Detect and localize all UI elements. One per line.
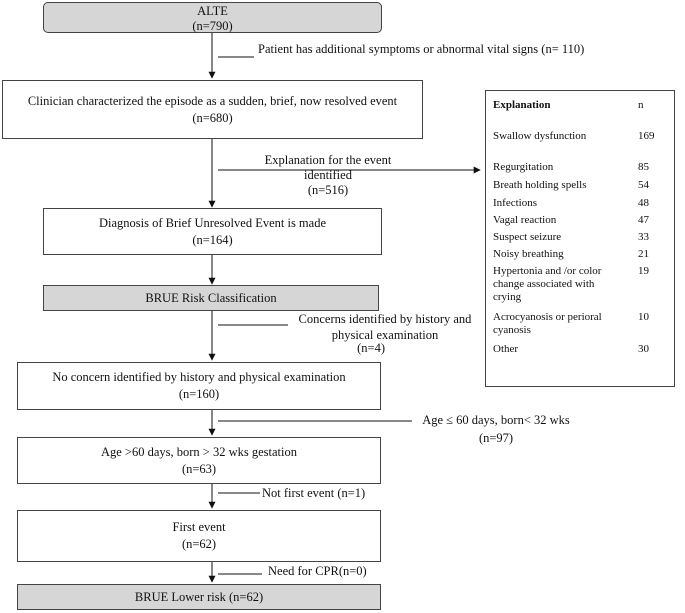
table-row-label: Breath holding spells (493, 179, 587, 191)
label-concerns: Concerns identified by history and physi… (285, 311, 485, 354)
table-row: Regurgitation 85 (493, 161, 670, 174)
table-row: Breath holding spells 54 (493, 179, 670, 192)
age-count: (n=63) (181, 461, 217, 476)
label-concerns-line1: Concerns identified by history and (298, 312, 472, 326)
label-additional-symptoms: Patient has additional symptoms or abnor… (258, 42, 585, 56)
explanation-header-value: n (638, 99, 644, 111)
label-concerns-count: (n=4) (357, 341, 385, 355)
table-row-value: 10 (638, 311, 649, 323)
label-explanation-line1: Explanation for the event (264, 153, 392, 167)
clinician-title: Clinician characterized the episode as a… (27, 93, 398, 108)
table-row-label: Regurgitation (493, 161, 554, 173)
no-concern-title: No concern identified by history and phy… (52, 370, 346, 384)
label-not-first-event: Not first event (n=1) (262, 486, 366, 500)
lower-risk-box: BRUE Lower risk (n=62) (17, 584, 381, 610)
table-row-label: Swallow dysfunction (493, 130, 587, 142)
explanation-header-label: Explanation (493, 99, 551, 111)
table-row-value: 30 (638, 343, 649, 355)
table-row: Hypertonia and /or color change associat… (493, 265, 670, 304)
table-row-label: Other (493, 343, 519, 355)
table-row: Other 30 (493, 343, 670, 356)
label-explanation-line2: identified (304, 168, 352, 182)
table-row: Infections 48 (493, 197, 670, 210)
table-row-value: 21 (638, 248, 649, 260)
label-explanation-count: (n=516) (307, 183, 349, 197)
clinician-count: (n=680) (192, 110, 233, 125)
table-row-label: Noisy breathing (493, 248, 564, 260)
table-row: Noisy breathing 21 (493, 248, 670, 261)
label-explanation: Explanation for the event identified (n=… (248, 153, 408, 198)
table-row-value: 54 (638, 179, 649, 191)
no-concern-box: No concern identified by history and phy… (17, 362, 381, 410)
label-concerns-line2: physical examination (331, 328, 439, 342)
label-age-young-count: (n=97) (478, 431, 514, 445)
table-row-value: 19 (638, 265, 649, 277)
table-row-value: 47 (638, 214, 649, 226)
diagnosis-title: Diagnosis of Brief Unresolved Event is m… (98, 215, 327, 230)
diagnosis-count: (n=164) (192, 232, 233, 247)
risk-box: BRUE Risk Classification (43, 285, 379, 311)
table-row-label: Hypertonia and /or color change associat… (493, 265, 602, 303)
table-row-value: 169 (638, 130, 655, 142)
first-event-box: First event (n=62) (17, 510, 381, 562)
table-row-label: Acrocyanosis or perioral cyanosis (493, 311, 602, 336)
first-event-count: (n=62) (181, 537, 217, 551)
table-row: Vagal reaction 47 (493, 214, 670, 227)
age-title: Age >60 days, born > 32 wks gestation (100, 444, 298, 459)
label-age-young: Age ≤ 60 days, born< 32 wks (n=97) (412, 411, 580, 447)
first-event-title: First event (172, 520, 226, 534)
explanation-table: Explanation n Swallow dysfunction 169 Re… (485, 90, 675, 387)
clinician-box: Clinician characterized the episode as a… (2, 80, 423, 139)
table-row: Swallow dysfunction 169 (493, 130, 670, 143)
table-row-label: Vagal reaction (493, 214, 557, 226)
alte-title: ALTE (197, 3, 228, 18)
no-concern-count: (n=160) (178, 387, 220, 401)
alte-box: ALTE (n=790) (43, 2, 382, 33)
table-row: Acrocyanosis or perioral cyanosis 10 (493, 311, 670, 337)
lower-risk-title: BRUE Lower risk (n=62) (134, 589, 264, 604)
table-row-value: 48 (638, 197, 649, 209)
alte-count: (n=790) (192, 18, 233, 33)
diagnosis-box: Diagnosis of Brief Unresolved Event is m… (43, 208, 382, 255)
label-need-cpr: Need for CPR(n=0) (268, 564, 367, 578)
table-row-value: 85 (638, 161, 649, 173)
label-age-young-line1: Age ≤ 60 days, born< 32 wks (422, 413, 570, 427)
age-box: Age >60 days, born > 32 wks gestation (n… (17, 437, 381, 484)
table-row-label: Infections (493, 197, 537, 209)
risk-title: BRUE Risk Classification (145, 290, 277, 305)
table-row-value: 33 (638, 231, 649, 243)
explanation-table-header: Explanation n (493, 99, 670, 112)
table-row-label: Suspect seizure (493, 231, 562, 243)
table-row: Suspect seizure 33 (493, 231, 670, 244)
